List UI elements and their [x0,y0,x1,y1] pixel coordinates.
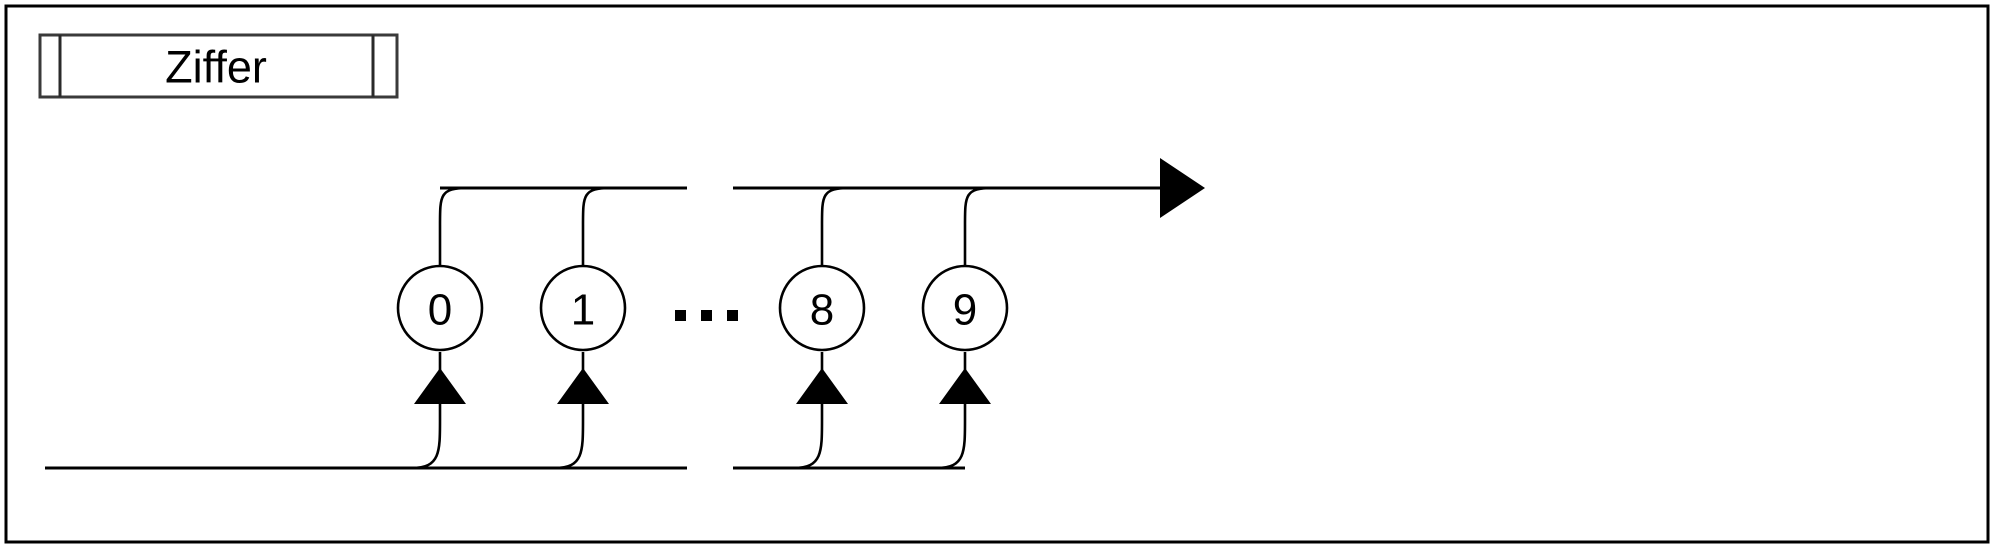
terminal-label-8: 8 [810,286,834,335]
entry-arrowheads [414,368,991,404]
terminal-node-9[interactable]: 9 [921,264,1009,352]
terminal-node-1[interactable]: 1 [539,264,627,352]
terminal-label-9: 9 [953,286,977,335]
connector-lower-9 [936,352,967,470]
title-box: Ziffer [38,33,399,99]
connector-upper-8 [820,186,851,266]
production-title: Ziffer [165,42,267,93]
terminal-label-0: 0 [428,286,452,335]
terminal-label-1: 1 [571,286,595,335]
branch-connectors-upper [438,186,994,266]
branch-connectors-lower [411,352,967,470]
entry-arrow-icon-9 [939,368,991,404]
terminal-circle-0[interactable] [396,264,484,352]
entry-arrow-icon-8 [796,368,848,404]
ellipsis-dot-1 [675,310,686,321]
connector-lower-0 [411,352,442,470]
outer-border [4,4,1990,544]
terminal-node-0[interactable]: 0 [396,264,484,352]
entry-arrow-icon-1 [557,368,609,404]
title-box-frame [38,33,399,99]
entry-arrow-icon-0 [414,368,466,404]
terminal-node-8[interactable]: 8 [778,264,866,352]
connector-lower-8 [793,352,824,470]
exit-arrow-icon [1160,158,1205,218]
terminal-circle-1[interactable] [539,264,627,352]
connector-lower-1 [554,352,585,470]
connector-upper-1 [581,186,612,266]
ellipsis-dot-3 [727,310,738,321]
terminal-circle-8[interactable] [778,264,866,352]
ellipsis-icon [675,310,738,321]
connector-upper-0 [438,186,469,266]
terminal-circle-9[interactable] [921,264,1009,352]
connector-upper-9 [963,186,994,266]
ellipsis-dot-2 [701,310,712,321]
